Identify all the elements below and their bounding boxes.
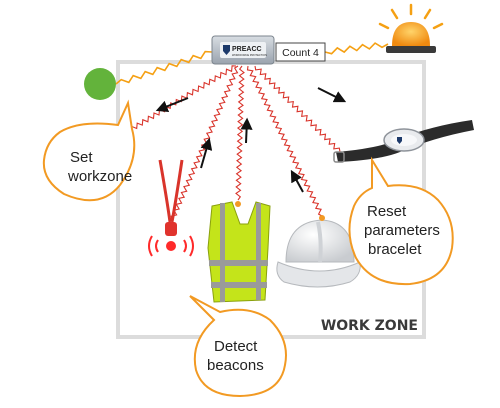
hub-tagline: WORKFORCE PROTECTION [232, 53, 267, 57]
count-box [275, 42, 326, 62]
hard-hat-icon [276, 215, 361, 288]
helmet-beacon-dot [319, 215, 325, 221]
signal-links [115, 42, 389, 221]
hub-brand: PREACC [232, 46, 262, 53]
safety-vest-icon [207, 201, 271, 303]
link-to-lanyard [170, 65, 239, 221]
hub-device: PREACC WORKFORCE PROTECTION [211, 35, 275, 65]
arrow-from-helmet [290, 169, 304, 193]
shield-logo-icon [223, 45, 230, 55]
direction-arrows [155, 87, 347, 193]
callout-set-workzone [42, 99, 136, 202]
arrow-to-workzone [155, 97, 189, 113]
arrow-from-lanyard [200, 137, 213, 169]
link-to-status [115, 50, 213, 85]
status-dot [84, 68, 116, 100]
callout-reset-bracelet [348, 156, 454, 286]
callout-reset-bracelet-text: Reset parameters bracelet [364, 203, 444, 258]
link-to-vest [235, 65, 245, 201]
vest-beacon-dot [235, 201, 241, 207]
arrow-to-bracelet [317, 87, 347, 103]
link-to-workzone [129, 65, 237, 131]
callout-set-workzone-text: Set workzone [67, 149, 132, 185]
warning-lamp-icon [378, 3, 444, 53]
work-zone-label: WORK ZONE [321, 318, 418, 334]
link-to-helmet [246, 65, 323, 217]
bracelet-icon [333, 120, 474, 163]
link-to-bracelet [254, 65, 341, 153]
link-to-lamp [324, 42, 389, 55]
arrow-from-vest [240, 117, 253, 144]
lanyard-beacon-icon [148, 159, 194, 257]
callout-detect-beacons [189, 295, 287, 398]
callout-detect-beacons-text: Detect beacons [207, 338, 264, 374]
count-label: Count 4 [282, 47, 319, 59]
